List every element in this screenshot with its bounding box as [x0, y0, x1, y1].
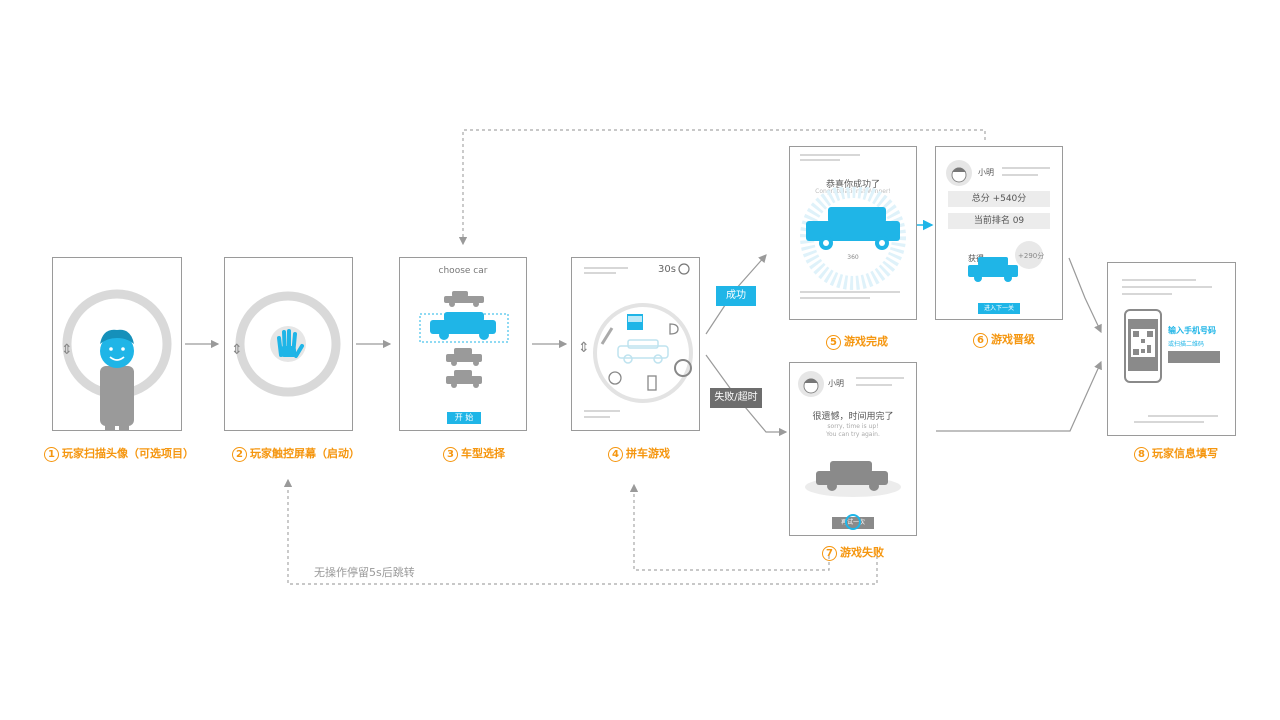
winner-car-illustration	[800, 187, 906, 290]
stopwatch-icon	[678, 263, 690, 275]
arrow-6-8	[1068, 257, 1102, 334]
tap-indicator-icon	[845, 514, 861, 530]
screen-touch-start: ⇕	[224, 257, 353, 431]
winner-car-icon	[806, 207, 900, 250]
screen-level-up: 小明 总分 +540分 当前排名 09 获得 +290分 进入下一关	[935, 146, 1063, 320]
success-headline: 恭喜你成功了	[825, 180, 880, 190]
screen-choose-car: choose car 开 始	[399, 257, 527, 431]
player-avatar-icon	[946, 160, 972, 186]
fail-car-illustration	[805, 461, 901, 497]
car-option-pickup-icon	[444, 291, 484, 307]
car-outline-icon	[617, 339, 669, 364]
loop-timeout	[283, 478, 878, 585]
scan-qr-label: 或扫描二维码	[1168, 341, 1205, 348]
screen-game-complete: 恭喜你成功了 Congratulations! Winner! 360	[789, 146, 917, 320]
success-tag: 成功	[716, 286, 756, 306]
svg-text:⇕: ⇕	[61, 342, 73, 358]
player-name: 小明	[828, 379, 844, 388]
screen-scan-face: ⇕	[52, 257, 182, 431]
timer: 30s	[658, 264, 676, 275]
hand-icon	[277, 329, 304, 358]
reward-car-icon	[968, 257, 1018, 282]
rotate-360-label: 360	[847, 254, 859, 261]
fail-subtitle-2: You can try again.	[826, 431, 880, 438]
car-option-suv-selected-icon	[430, 312, 496, 340]
screen-player-info: 输入手机号码 或扫描二维码	[1107, 262, 1236, 436]
car-option-hatchback-icon	[446, 348, 482, 366]
steering-part-icon	[608, 371, 622, 385]
fail-subtitle-1: sorry, time is up!	[827, 423, 879, 430]
reward-car-illustration	[968, 241, 1043, 282]
total-score: 总分 +540分	[948, 191, 1050, 207]
car-option-sedan-icon	[446, 370, 482, 388]
player-name: 小明	[978, 168, 994, 177]
screen-game-failed: 小明 很遗憾，时间用完了 sorry, time is up! You can …	[789, 362, 917, 536]
sparkplug-part-icon	[600, 327, 614, 345]
next-level-button[interactable]: 进入下一关	[978, 303, 1020, 314]
fail-car-icon	[816, 461, 888, 491]
phone-input-field[interactable]	[1168, 351, 1220, 363]
touch-illustration: ⇕	[231, 291, 341, 397]
bonus-points: +290分	[1018, 252, 1045, 260]
wheel-part-icon	[674, 359, 692, 377]
arrow-fail	[705, 354, 788, 437]
enter-phone-label: 输入手机号码	[1168, 326, 1216, 335]
car-list	[419, 291, 509, 388]
scan-face-illustration: ⇕	[61, 289, 172, 430]
svg-text:⇕: ⇕	[578, 340, 590, 356]
headlight-part-icon	[669, 323, 679, 335]
assemble-illustration: ⇕	[578, 263, 693, 403]
fail-headline: 很遗憾，时间用完了	[812, 412, 894, 422]
player-avatar-icon	[798, 371, 824, 397]
current-rank: 当前排名 09	[948, 213, 1050, 229]
gain-label: 获得	[968, 254, 984, 263]
phone-qr-icon	[1124, 309, 1162, 383]
loop-retry	[629, 483, 830, 571]
choose-car-title: choose car	[438, 266, 488, 276]
start-button[interactable]: 开 始	[447, 412, 481, 424]
gearstick-part-icon	[647, 375, 657, 391]
avatar-face-icon	[100, 334, 134, 368]
arrow-7-8	[936, 360, 1102, 432]
svg-text:⇕: ⇕	[231, 342, 243, 358]
loop-to-choose-car	[462, 129, 986, 240]
loop-note: 无操作停留5s后跳转	[314, 566, 415, 579]
screen-assemble-car: 30s ⇕	[571, 257, 700, 431]
fail-tag: 失败/超时	[710, 388, 762, 408]
